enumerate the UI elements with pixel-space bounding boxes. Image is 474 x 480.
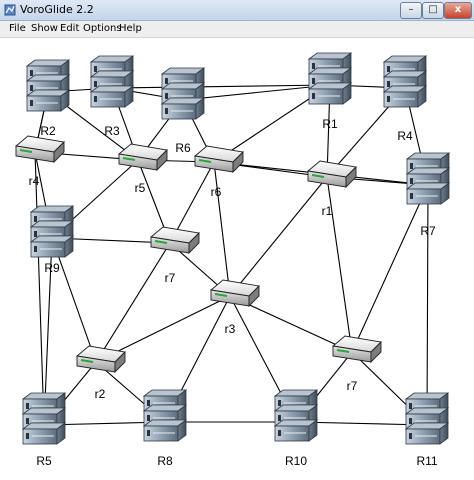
node-label-R3: R3 bbox=[104, 124, 120, 138]
title-bar[interactable]: VoroGlide 2.2 – □ x bbox=[0, 0, 474, 21]
node-label-r1: r1 bbox=[322, 204, 333, 218]
node-label-R1: R1 bbox=[322, 117, 338, 131]
node-label-r5: r5 bbox=[135, 181, 146, 195]
server-node-R11[interactable]: R11 bbox=[404, 392, 450, 468]
node-label-R10: R10 bbox=[285, 454, 307, 468]
node-label-r2: r2 bbox=[95, 387, 106, 401]
maximize-button[interactable]: □ bbox=[422, 2, 444, 19]
node-label-r6: r6 bbox=[211, 185, 222, 199]
router-node-r2[interactable]: r2 bbox=[75, 345, 126, 401]
menu-file[interactable]: File bbox=[9, 23, 26, 34]
node-label-R9: R9 bbox=[44, 261, 60, 275]
menu-options[interactable]: Options bbox=[83, 23, 122, 34]
node-label-r4: r4 bbox=[29, 174, 40, 188]
node-label-r7b: r7 bbox=[347, 379, 358, 393]
router-node-r3[interactable]: r3 bbox=[209, 279, 260, 336]
server-node-R2[interactable]: R2 bbox=[25, 59, 71, 138]
edge-R7-r7b bbox=[351, 184, 429, 353]
edge-R10-R11 bbox=[295, 421, 428, 426]
edge-r1-r3 bbox=[229, 176, 328, 297]
edge-r3-r7b bbox=[229, 295, 353, 353]
menu-bar: File Show Edit Options Help bbox=[0, 21, 474, 38]
server-node-R9[interactable]: R9 bbox=[29, 205, 75, 275]
node-label-R5: R5 bbox=[36, 454, 52, 468]
router-node-r5[interactable]: r5 bbox=[117, 143, 168, 195]
router-node-r1[interactable]: r1 bbox=[306, 160, 357, 218]
edge-r1-r7b bbox=[326, 176, 353, 353]
edge-R3-R1 bbox=[111, 84, 331, 89]
node-label-R8: R8 bbox=[157, 454, 173, 468]
node-label-R2: R2 bbox=[40, 124, 56, 138]
node-label-R7: R7 bbox=[420, 224, 436, 238]
router-node-r7a[interactable]: r7 bbox=[149, 226, 200, 285]
router-node-r6[interactable]: r6 bbox=[193, 145, 244, 199]
menu-help[interactable]: Help bbox=[119, 23, 142, 34]
window-title: VoroGlide 2.2 bbox=[20, 3, 94, 16]
server-node-R5[interactable]: R5 bbox=[21, 392, 67, 468]
server-node-R3[interactable]: R3 bbox=[89, 55, 135, 138]
router-node-r7b[interactable]: r7 bbox=[331, 335, 382, 393]
edge-r4-R5 bbox=[34, 151, 45, 426]
edge-R6-R1 bbox=[182, 84, 331, 101]
menu-edit[interactable]: Edit bbox=[60, 23, 80, 34]
server-node-R4[interactable]: R4 bbox=[382, 55, 428, 143]
menu-show[interactable]: Show bbox=[31, 23, 58, 34]
app-icon bbox=[4, 4, 16, 16]
edge-R9-r2 bbox=[51, 237, 97, 363]
router-node-r4[interactable]: r4 bbox=[14, 135, 65, 188]
server-node-R8[interactable]: R8 bbox=[142, 389, 188, 468]
close-button[interactable]: x bbox=[444, 2, 472, 19]
server-node-R1[interactable]: R1 bbox=[307, 52, 353, 131]
node-label-R6: R6 bbox=[175, 141, 191, 155]
minimize-button[interactable]: – bbox=[400, 2, 422, 19]
server-node-R6[interactable]: R6 bbox=[160, 67, 206, 155]
edge-layer bbox=[34, 84, 429, 426]
node-label-r7a: r7 bbox=[165, 271, 176, 285]
server-node-R10[interactable]: R10 bbox=[273, 389, 319, 468]
edge-r7a-r2 bbox=[95, 242, 171, 363]
edge-R7-R11 bbox=[426, 184, 429, 426]
node-label-R4: R4 bbox=[397, 129, 413, 143]
node-label-r3: r3 bbox=[225, 322, 236, 336]
node-label-R11: R11 bbox=[416, 454, 437, 468]
server-node-R7[interactable]: R7 bbox=[405, 152, 451, 238]
edge-r6-r3 bbox=[213, 161, 231, 297]
